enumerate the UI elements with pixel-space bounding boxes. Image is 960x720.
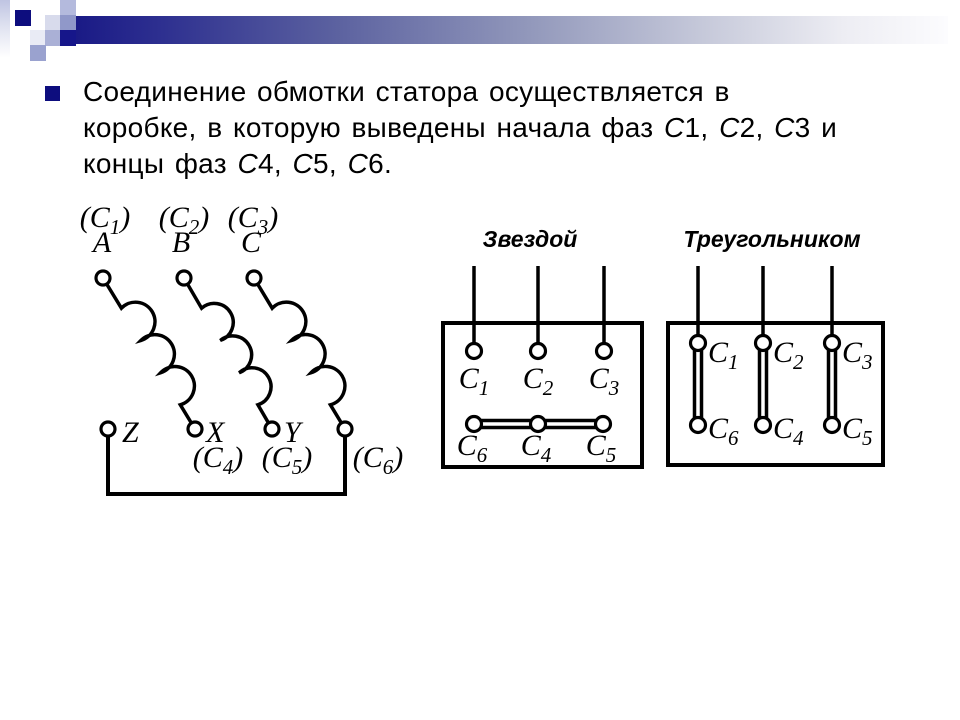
star-label-c3: C3 xyxy=(589,362,620,400)
star-connection-box: Звездой C1 C2 C3 C6 C4 C5 xyxy=(441,226,644,469)
header-side-strip xyxy=(0,0,10,58)
delta-terminal-c4 xyxy=(753,415,773,435)
label-c2-paren: (C2) xyxy=(159,201,210,239)
delta-label-c1: C1 xyxy=(708,336,739,374)
terminal-y xyxy=(263,420,281,438)
header-square xyxy=(30,30,46,46)
phase-b-coil xyxy=(182,277,274,430)
label-phase-a: A xyxy=(91,226,112,259)
label-phase-b: B xyxy=(172,226,190,259)
delta-connection-box: Треугольником C1 C2 C3 C6 C4 C5 xyxy=(666,226,885,467)
bullet-text-line-3: концы фаз С4, С5, С6. xyxy=(83,148,393,179)
delta-link-bars xyxy=(692,347,838,421)
bullet-text-line-1: Соединение обмотки статора осуществляетс… xyxy=(83,76,730,107)
header-square xyxy=(60,0,76,16)
star-label-c2: C2 xyxy=(523,362,554,400)
header-square xyxy=(45,30,61,46)
star-title: Звездой xyxy=(483,226,578,252)
bullet-paragraph: Соединение обмотки статора осуществляетс… xyxy=(83,74,943,182)
star-label-c6: C6 xyxy=(457,429,488,467)
phase-a-coil xyxy=(101,277,197,430)
label-c4-paren: (C4) xyxy=(193,441,244,479)
star-terminal-box xyxy=(441,321,644,469)
delta-terminal-c5 xyxy=(822,415,842,435)
terminal-b xyxy=(175,269,193,287)
label-c6-paren: (C6) xyxy=(353,441,404,479)
winding-schematic: (C1) (C2) (C3) A B C Z X Y (C4) (C5) (C6… xyxy=(80,201,404,496)
delta-terminal-c1 xyxy=(688,333,708,353)
label-x: X xyxy=(205,416,226,449)
delta-label-c6: C6 xyxy=(708,412,739,450)
star-leads xyxy=(472,266,606,343)
header-square xyxy=(60,15,76,31)
star-label-c1: C1 xyxy=(459,362,490,400)
label-y: Y xyxy=(284,416,304,449)
delta-leads xyxy=(696,266,834,343)
label-z: Z xyxy=(122,416,139,449)
header-navy-square xyxy=(15,10,31,26)
terminal-c xyxy=(245,269,263,287)
delta-label-c5: C5 xyxy=(842,412,873,450)
header-square xyxy=(30,45,46,61)
bullet-text-line-2: коробке, в которую выведены начала фаз С… xyxy=(83,112,838,143)
phase-c-coil xyxy=(252,277,347,430)
star-label-c5: C5 xyxy=(586,429,617,467)
delta-terminal-c3 xyxy=(822,333,842,353)
terminal-x xyxy=(186,420,204,438)
delta-label-c3: C3 xyxy=(842,336,873,374)
delta-label-c4: C4 xyxy=(773,412,804,450)
star-terminal-c4 xyxy=(528,414,548,434)
star-terminal-c5 xyxy=(593,414,613,434)
jumper-wire xyxy=(106,433,347,496)
star-terminal-c1 xyxy=(464,341,484,361)
stator-connection-diagram: (C1) (C2) (C3) A B C Z X Y (C4) (C5) (C6… xyxy=(80,201,885,496)
delta-terminal-c2 xyxy=(753,333,773,353)
terminal-z xyxy=(99,420,117,438)
bullet-marker xyxy=(45,86,60,101)
label-c5-paren: (C5) xyxy=(262,441,313,479)
header-square xyxy=(60,30,76,46)
label-c3-paren: (C3) xyxy=(228,201,279,239)
star-label-c4: C4 xyxy=(521,429,552,467)
star-terminal-c6 xyxy=(464,414,484,434)
header-square xyxy=(45,15,61,31)
delta-terminal-box xyxy=(666,321,885,467)
label-phase-c: C xyxy=(241,226,262,259)
label-c1-paren: (C1) xyxy=(80,201,131,239)
star-terminal-c3 xyxy=(594,341,614,361)
delta-label-c2: C2 xyxy=(773,336,804,374)
terminal-a xyxy=(94,269,112,287)
star-terminal-c2 xyxy=(528,341,548,361)
header-gradient-bar xyxy=(76,16,948,44)
delta-terminal-c6 xyxy=(688,415,708,435)
terminal-c-end xyxy=(336,420,354,438)
delta-title: Треугольником xyxy=(683,226,860,252)
